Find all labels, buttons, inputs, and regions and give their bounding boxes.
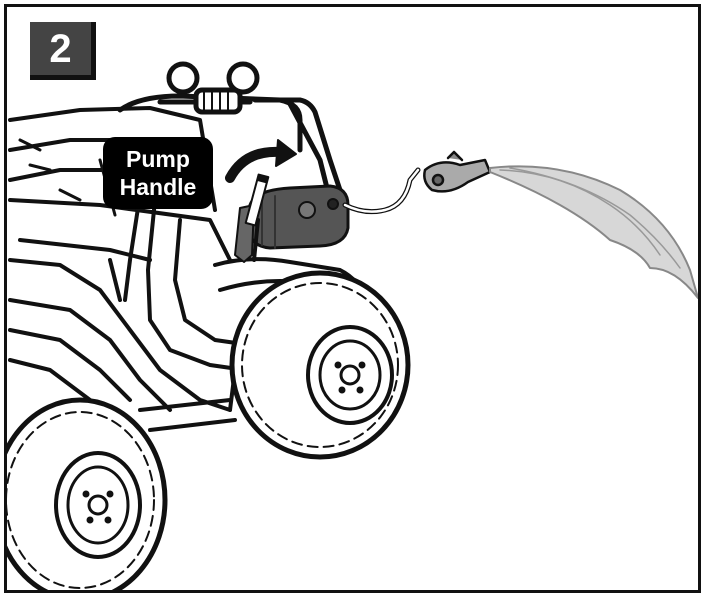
step-number-badge: 2 <box>30 22 96 80</box>
pump-handle-callout: Pump Handle <box>103 137 213 209</box>
curved-arrow-icon <box>230 140 296 178</box>
front-wheel <box>232 273 408 457</box>
spray-nozzle <box>424 152 490 191</box>
water-spray <box>490 166 698 298</box>
rear-wheel <box>0 400 165 597</box>
callout-line-2: Handle <box>120 173 197 201</box>
step-number: 2 <box>49 29 71 69</box>
callout-line-1: Pump <box>126 145 190 173</box>
